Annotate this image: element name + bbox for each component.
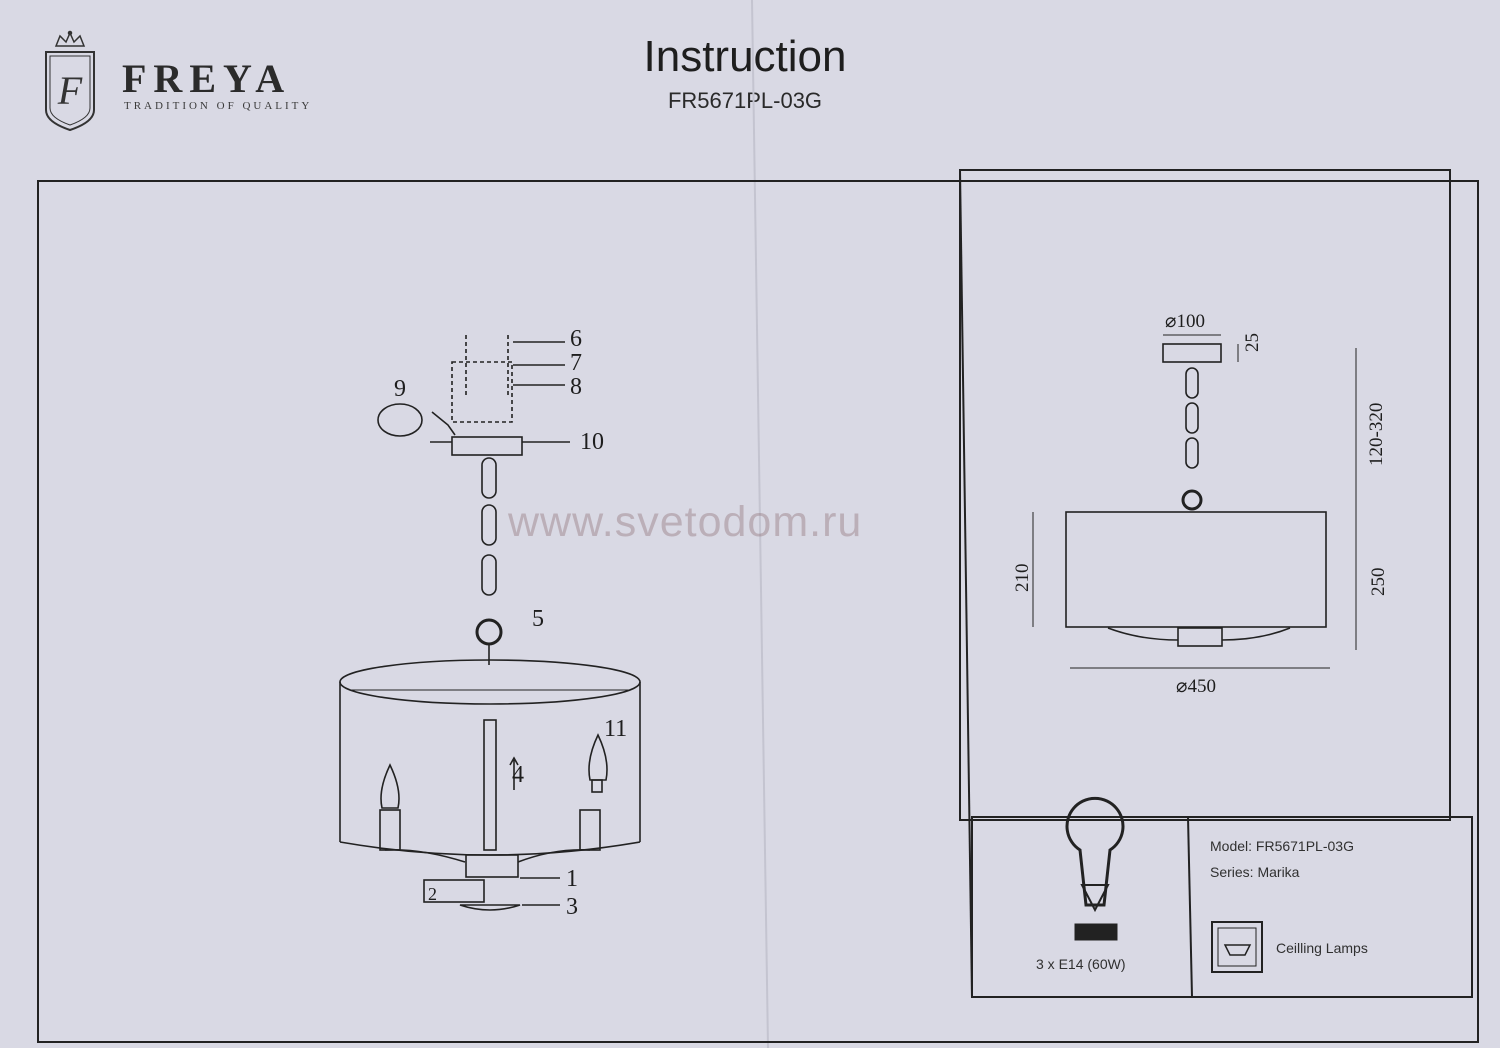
dimension-drawing <box>1032 334 1357 669</box>
dim-shade-height: 210 <box>1012 563 1033 593</box>
assembly-drawing <box>339 335 641 911</box>
label-11: 11 <box>604 716 628 742</box>
label-9: 9 <box>394 376 406 402</box>
series-spec: Series: Marika <box>1210 864 1300 880</box>
label-5: 5 <box>532 606 544 632</box>
logo-letter: F <box>57 68 83 113</box>
model-code: FR5671PL-03G <box>667 88 823 113</box>
page-fold <box>751 0 769 1048</box>
brand-tagline: TRADITION OF QUALITY <box>124 100 313 112</box>
dim-total-height: 250 <box>1368 567 1389 597</box>
brand-logo: F <box>45 30 95 132</box>
label-8: 8 <box>570 374 582 400</box>
watermark: www.svetodom.ru <box>508 498 863 546</box>
divider-vertical <box>959 169 973 999</box>
dim-canopy-height: 25 <box>1242 333 1263 352</box>
spec-panel <box>971 816 1473 998</box>
dim-canopy-diameter: ⌀100 <box>1165 311 1205 332</box>
label-6: 6 <box>570 326 582 352</box>
dim-chain-length: 120-320 <box>1366 402 1387 466</box>
page-title: Instruction <box>643 32 847 81</box>
brand-name: FREYA <box>122 56 292 101</box>
ceiling-lamp-icon <box>1211 921 1263 973</box>
label-7: 7 <box>570 350 582 376</box>
outer-frame <box>37 180 1479 1043</box>
label-10: 10 <box>580 429 604 455</box>
bulb-icon <box>1065 796 1125 941</box>
crown-icon <box>54 30 86 47</box>
dim-shade-diameter: ⌀450 <box>1176 676 1216 697</box>
bulb-spec: 3 x E14 (60W) <box>1036 956 1126 972</box>
category-spec: Ceilling Lamps <box>1276 940 1368 956</box>
spec-divider <box>1187 816 1193 998</box>
label-3: 3 <box>566 894 578 920</box>
label-4: 4 <box>512 762 524 788</box>
dimension-panel <box>959 169 1451 821</box>
label-1: 1 <box>566 866 578 892</box>
label-2: 2 <box>428 884 437 904</box>
shield-icon <box>45 51 95 132</box>
model-spec: Model: FR5671PL-03G <box>1210 838 1354 854</box>
